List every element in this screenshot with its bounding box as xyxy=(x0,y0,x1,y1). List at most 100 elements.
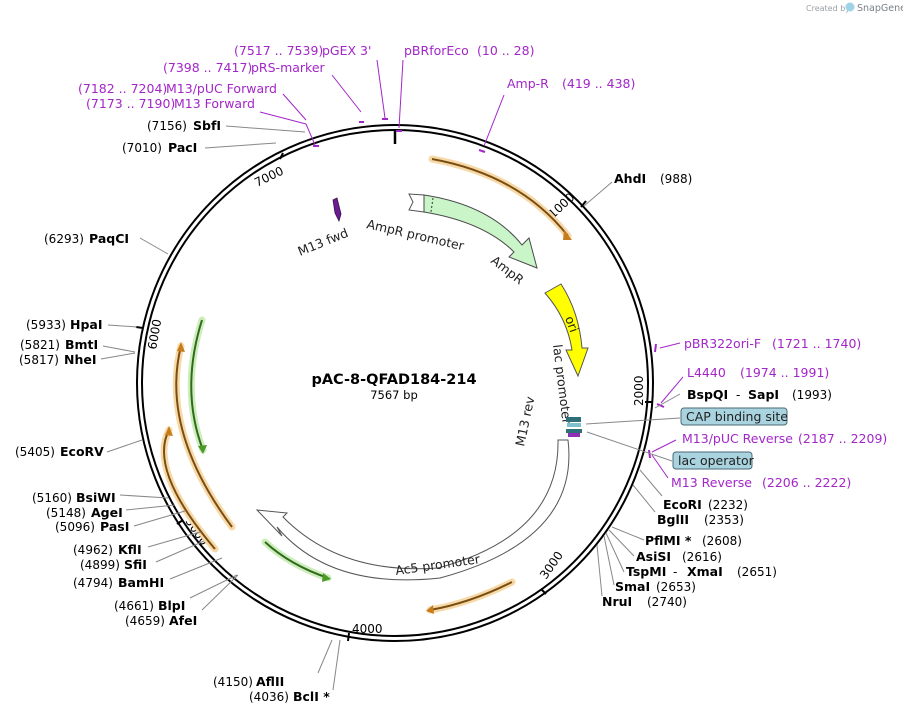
site-name-asisi: AsiSI xyxy=(636,549,671,564)
site-name-pasi: PasI xyxy=(100,519,129,534)
tick-label-2000: 2000 xyxy=(632,375,646,406)
site-sep-bspqi: - xyxy=(736,388,740,402)
site-line-blpi xyxy=(189,574,238,599)
site-line-bmti xyxy=(102,345,136,353)
site-name-kfli: KflI xyxy=(118,542,142,557)
snapgene-logo-icon xyxy=(845,2,855,12)
tick-label-4000: 4000 xyxy=(352,622,383,636)
site-line-ahdi xyxy=(583,181,613,207)
site-line-sfii xyxy=(155,540,205,563)
site-pos-nrui: (2740) xyxy=(647,595,687,609)
primer-line-m13puc-reverse xyxy=(651,439,677,453)
primer-line-m13-forward xyxy=(259,111,307,125)
orange-feature-bottom-arrow xyxy=(426,605,434,614)
site-line-pasi xyxy=(133,510,186,527)
site-pos-bglii: (2353) xyxy=(704,513,744,527)
site-name-bcli: BclI * xyxy=(293,689,330,704)
site-pos-bspqi: (1993) xyxy=(792,388,832,402)
backbone-outer xyxy=(136,124,654,642)
site-line-aflii xyxy=(317,639,333,674)
site-sep-tspmi: - xyxy=(673,565,677,579)
orange-feature-left-outer-arrow xyxy=(165,426,173,436)
green-feature-left-arrow xyxy=(198,445,207,454)
site-name-aflii: AflII xyxy=(256,674,284,689)
site-pos-ahdi: (988) xyxy=(660,172,692,186)
primer-line-pgex3 xyxy=(376,59,386,119)
site-line-bspqi xyxy=(654,393,681,409)
primer-pos-l4440: (1974 .. 1991) xyxy=(740,365,829,380)
primer-name-amp-r: Amp-R xyxy=(507,76,549,91)
tick-mark-1000 xyxy=(580,200,587,208)
site-pos-blpi: (4661) xyxy=(114,599,154,613)
site-pos-bmti: (5821) xyxy=(20,338,60,352)
site-line-pflmi xyxy=(611,526,645,541)
orange-features xyxy=(160,155,572,614)
cap-binding-site-box xyxy=(680,407,788,426)
site-line-ecorv xyxy=(106,439,143,453)
site-line-asisi xyxy=(608,529,635,557)
primer-lines xyxy=(259,59,684,479)
site-pos-paci: (7010) xyxy=(122,141,162,155)
site-name-bspqi: BspQI xyxy=(687,387,728,402)
site-line-nhei xyxy=(100,352,136,360)
site-name-paqci: PaqCI xyxy=(89,231,129,246)
cap-binding-site-glyph xyxy=(566,417,581,422)
site-pos-sfii: (4899) xyxy=(80,558,120,572)
site-line-bsiwi xyxy=(119,494,169,499)
site-line-paci xyxy=(204,142,277,149)
site-line-tspmi xyxy=(605,532,625,573)
site-pos-tspmi: (2651) xyxy=(737,565,777,579)
primer-pos-prs-marker: (7398 .. 7417) xyxy=(163,60,252,75)
tick-mark-7000 xyxy=(279,152,284,160)
primer-name-pbr322ori-f: pBR322ori-F xyxy=(684,336,761,351)
site-pos-paqci: (6293) xyxy=(44,232,84,246)
site-pos-afei: (4659) xyxy=(125,614,165,628)
site-pos-asisi: (2616) xyxy=(682,550,722,564)
site-name-sfii: SfiI xyxy=(124,557,147,572)
site-pos-pflmi: (2608) xyxy=(702,534,742,548)
orange-feature-top-arrow xyxy=(563,230,572,240)
ac5-promoter-region: Ac5 promoter xyxy=(255,439,570,581)
tick-label-6000: 6000 xyxy=(145,318,164,351)
green-feature-bottom-arrow xyxy=(322,573,331,582)
site-line-sbfi xyxy=(225,125,306,133)
primer-line-l4440 xyxy=(660,376,684,404)
site-name-sbfi: SbfI xyxy=(193,118,221,133)
tick-mark-6000 xyxy=(135,326,144,329)
feature-label-ampr-promoter: AmpR promoter xyxy=(365,216,466,253)
site-line-nrui xyxy=(596,544,603,597)
site-pos-aflii: (4150) xyxy=(213,675,253,689)
feature-label-m13-rev: M13 rev xyxy=(512,394,537,447)
primer-line-amp-r xyxy=(483,94,505,147)
green-features xyxy=(187,316,332,582)
primer-line-m13-reverse xyxy=(651,454,669,479)
site-pos-hpai: (5933) xyxy=(26,318,66,332)
primer-name-m13puc-forward: M13/pUC Forward xyxy=(166,81,277,96)
primer-line-m13puc-forward xyxy=(282,93,307,121)
site-name-bamhi: BamHI xyxy=(118,575,164,590)
orange-feature-top xyxy=(431,158,569,237)
site-pos-bsiwi: (5160) xyxy=(32,491,72,505)
tick-label-3000: 3000 xyxy=(537,549,566,582)
m13-fwd-region: M13 fwd xyxy=(296,197,350,259)
ori-shape xyxy=(544,283,589,378)
site-name-sapi: SapI xyxy=(748,387,779,402)
primer-name-m13-forward: M13 Forward xyxy=(174,96,255,111)
primer-line-pbrforeco xyxy=(398,59,404,129)
ampr-shape xyxy=(423,194,538,269)
site-name-ecori: EcoRI xyxy=(663,497,702,512)
site-line-paqci xyxy=(139,237,169,255)
primer-name-m13puc-reverse: M13/pUC Reverse xyxy=(682,431,793,446)
site-pos-ecori: (2232) xyxy=(708,498,748,512)
site-lines xyxy=(100,125,681,691)
m13-rev-glyph xyxy=(568,433,580,437)
site-name-smai: SmaI xyxy=(615,579,650,594)
site-line-afei xyxy=(201,574,239,611)
primer-name-m13-reverse: M13 Reverse xyxy=(671,475,752,490)
tick-mark-3000 xyxy=(540,588,547,595)
tick-mark-4000 xyxy=(347,632,350,642)
primer-line-pbr322ori-f xyxy=(659,342,681,349)
site-name-afei: AfeI xyxy=(169,613,197,628)
primer-name-pgex3: pGEX 3' xyxy=(322,43,371,58)
